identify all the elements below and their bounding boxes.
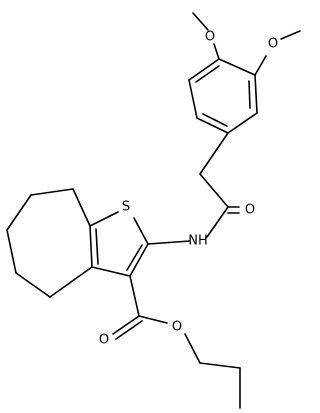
bond-cester-o-link [138, 315, 168, 324]
bond-o3-me [192, 12, 209, 31]
bond-ar4-ch2 [199, 132, 229, 175]
bond-c3a-c8a-inner [95, 228, 99, 265]
bonds [6, 12, 301, 409]
bond-ch2-camide [199, 173, 229, 208]
bond-c8-c7 [30, 188, 74, 196]
atom-o-methoxy-3: O [205, 30, 215, 45]
atom-o-ester-carbonyl: O [99, 333, 109, 348]
bond-c2-c3-inner [126, 244, 143, 271]
bond-camide-n [206, 206, 229, 238]
bond-c3-cester [129, 275, 140, 317]
bond-c3-c3a [91, 266, 131, 277]
bond-ar2-ar3-inner [248, 80, 251, 109]
bond-c8a-c8 [72, 188, 91, 227]
bond-n-c2 [147, 240, 191, 245]
bond-o4-me [280, 30, 301, 40]
bond-cester-o-dbl [112, 315, 140, 335]
bond-ar6-ar1 [188, 58, 220, 81]
bond-ar2-ar3 [254, 74, 258, 114]
bond-ar1-o3 [213, 43, 220, 60]
bond-c5-c4 [15, 272, 51, 298]
bond-ar5-ar6 [188, 79, 198, 119]
bond-c3a-c8a [89, 225, 93, 268]
bond-ar6-ar1-inner [195, 65, 220, 83]
bond-cester-o-dbl-2 [115, 320, 143, 340]
bond-ar4-ar5 [196, 117, 229, 134]
atom-s: S [122, 200, 130, 215]
atom-labels: O O O NH S O O [99, 30, 278, 348]
bond-c2-c3 [129, 243, 149, 277]
bond-s-c2 [133, 217, 149, 245]
bond-ar1-ar2 [218, 58, 256, 76]
bond-ar2-o4 [254, 55, 267, 76]
atom-o-methoxy-4: O [268, 37, 278, 52]
bond-ch2-ch2 [199, 362, 241, 369]
bond-o-ch2 [184, 333, 201, 364]
bond-c6-c5 [6, 229, 17, 274]
bond-c4-c3a [49, 266, 93, 298]
atom-o-ester-link: O [172, 320, 182, 335]
bond-ar4-ar5-inner [202, 113, 228, 127]
bond-ar3-ar4 [227, 112, 258, 134]
bond-c8a-s [89, 211, 119, 227]
atom-o-amide: O [245, 203, 255, 218]
bond-c7-c6 [6, 194, 32, 231]
atom-nh: NH [188, 234, 208, 249]
